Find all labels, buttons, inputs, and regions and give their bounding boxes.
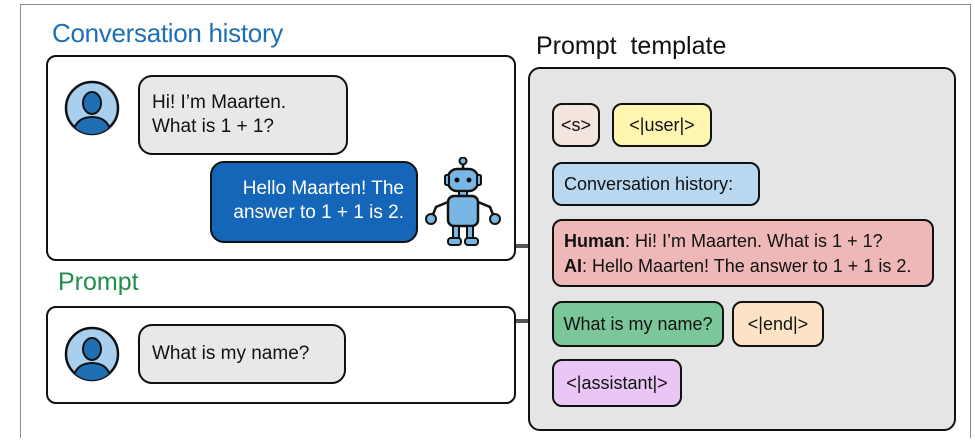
human-turn: Human: Hi! I’m Maarten. What is 1 + 1?: [564, 229, 932, 254]
conversation-history-panel: Hi! I’m Maarten. What is 1 + 1? Hello Ma…: [46, 55, 516, 261]
assistant-message-bubble: Hello Maarten! The answer to 1 + 1 is 2.: [210, 161, 418, 243]
prompt-panel: What is my name?: [46, 306, 516, 404]
user-token: <|user|>: [612, 103, 712, 147]
user-avatar-icon: [63, 79, 121, 137]
human-text: : Hi! I’m Maarten. What is 1 + 1?: [625, 231, 883, 251]
conversation-history-label: Conversation history:: [552, 162, 760, 206]
start-token: <s>: [552, 103, 600, 147]
conversation-history-title: Conversation history: [52, 18, 283, 48]
user-message-line-1: Hi! I’m Maarten.: [152, 92, 287, 113]
user-message-line-2: What is 1 + 1?: [152, 116, 274, 137]
ai-text: : Hello Maarten! The answer to 1 + 1 is …: [582, 256, 912, 276]
robot-icon: [422, 156, 504, 249]
figure-frame: [20, 4, 971, 438]
user-message-bubble: Hi! I’m Maarten. What is 1 + 1?: [138, 75, 348, 155]
end-token: <|end|>: [732, 301, 824, 347]
assistant-token: <|assistant|>: [552, 359, 682, 407]
prompt-message-bubble: What is my name?: [138, 324, 346, 384]
prompt-template-panel: <s> <|user|> Conversation history: Human…: [528, 67, 956, 431]
user-avatar-icon: [63, 325, 121, 383]
ai-turn: AI: Hello Maarten! The answer to 1 + 1 i…: [564, 254, 932, 279]
assistant-message-line-2: answer to 1 + 1 is 2.: [233, 202, 404, 223]
conversation-history-content: Human: Hi! I’m Maarten. What is 1 + 1? A…: [552, 219, 934, 287]
prompt-template-title: Prompt template: [536, 32, 727, 60]
question-text: What is my name?: [552, 301, 724, 347]
ai-speaker: AI: [564, 256, 582, 276]
assistant-message-line-1: Hello Maarten! The: [242, 178, 404, 199]
prompt-message-text: What is my name?: [152, 343, 310, 364]
human-speaker: Human: [564, 231, 626, 251]
prompt-title: Prompt: [58, 268, 139, 296]
